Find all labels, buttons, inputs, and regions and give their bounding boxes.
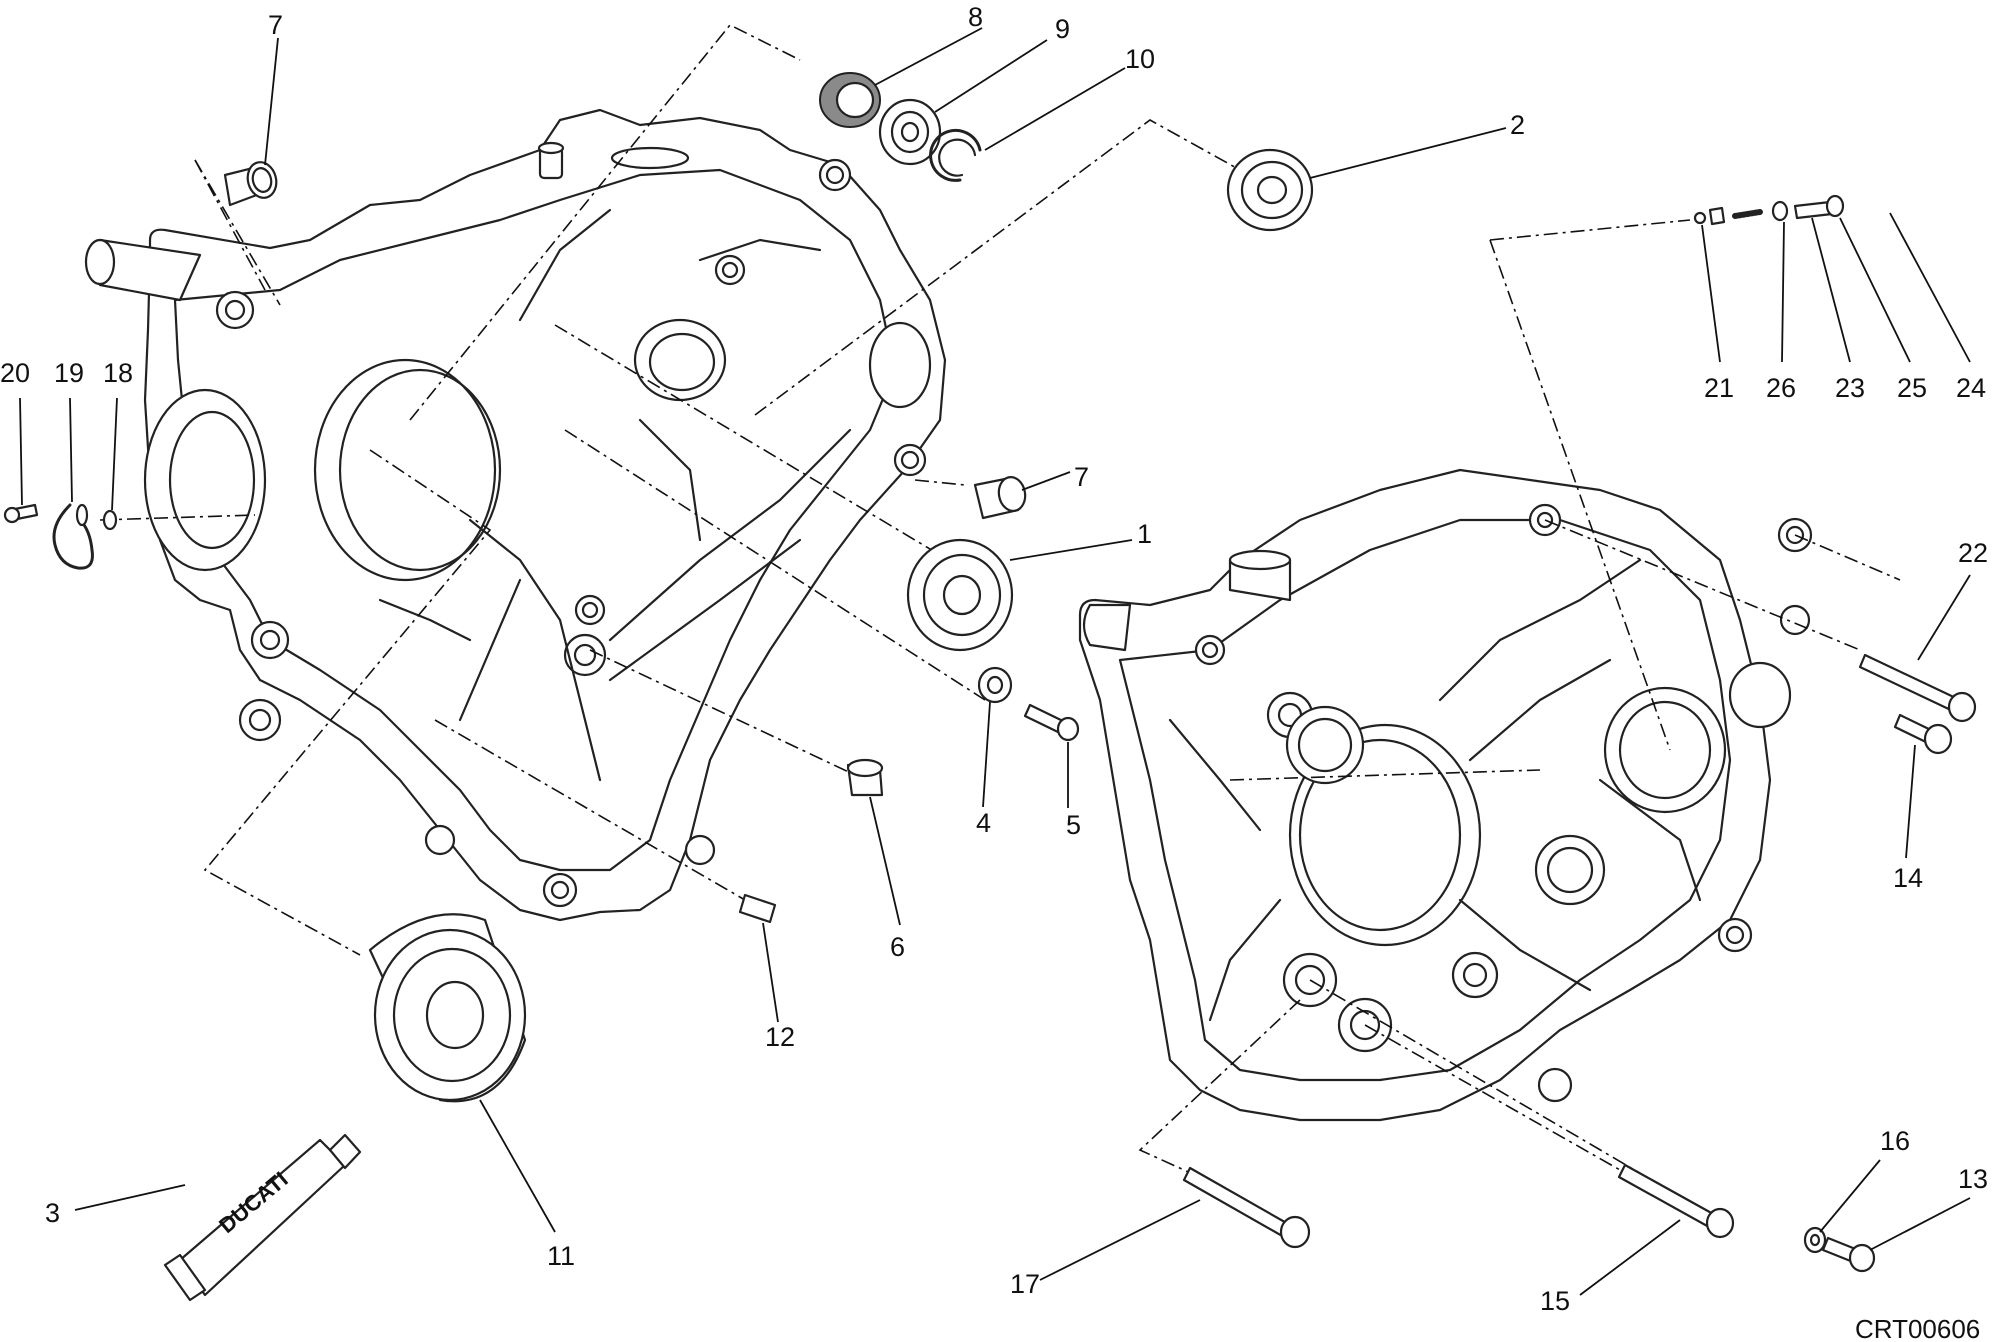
long-screw-22 (1858, 653, 1977, 723)
bearing-2 (1226, 148, 1314, 232)
callout-23: 23 (1835, 373, 1865, 403)
small-bearing (878, 98, 942, 166)
long-bolt-15 (1617, 1163, 1735, 1239)
callout-16: 16 (1880, 1126, 1910, 1156)
grub-screw-12 (738, 893, 777, 924)
callout-1: 1 (1137, 519, 1152, 549)
callout-21: 21 (1704, 373, 1734, 403)
long-bolt-17 (1182, 1166, 1311, 1249)
oil-seal (819, 72, 881, 128)
callout-18: 18 (103, 358, 133, 388)
circlip (929, 128, 982, 182)
callout-8: 8 (968, 2, 983, 32)
callout-12: 12 (765, 1022, 795, 1052)
sealant-tube: DUCATI (163, 1133, 362, 1302)
callout-14: 14 (1893, 863, 1923, 893)
screw-13 (1821, 1236, 1876, 1273)
drawing-code: CRT00606 (1855, 1314, 1980, 1342)
plug-6 (846, 758, 884, 797)
callout-7-top: 7 (268, 10, 283, 40)
pressure-relief-parts (1693, 194, 1845, 226)
breather-pipe-assembly (3, 503, 118, 570)
main-bearing-1 (906, 538, 1014, 652)
washer-16 (1803, 1226, 1827, 1254)
screw-14 (1893, 713, 1953, 755)
callout-9: 9 (1055, 14, 1070, 44)
callout-17: 17 (1010, 1269, 1040, 1299)
callout-11: 11 (547, 1241, 575, 1271)
callout-24: 24 (1956, 373, 1986, 403)
main-bearing-11 (368, 913, 527, 1103)
callout-13: 13 (1958, 1164, 1988, 1194)
callout-10: 10 (1125, 44, 1155, 74)
callout-25: 25 (1897, 373, 1927, 403)
callout-20: 20 (0, 358, 30, 388)
washer-4 (977, 666, 1013, 704)
callout-5: 5 (1066, 810, 1081, 840)
callout-4: 4 (976, 808, 991, 838)
callout-15: 15 (1540, 1286, 1570, 1316)
left-crankcase-half (84, 108, 947, 922)
callout-2: 2 (1510, 110, 1525, 140)
screw-5 (1023, 703, 1080, 742)
callout-labels: 7 8 9 10 2 20 19 18 7 1 4 5 6 12 3 11 21… (0, 2, 1988, 1316)
leader-lines (19, 27, 1971, 1296)
dowel-bushing-top (223, 161, 278, 207)
callout-22: 22 (1958, 538, 1988, 568)
dowel-bushing-middle (973, 476, 1027, 520)
callout-6: 6 (890, 932, 905, 962)
right-crankcase-half (1078, 468, 1813, 1122)
callout-19: 19 (54, 358, 84, 388)
callout-26: 26 (1766, 373, 1796, 403)
assembly-lines (99, 23, 1901, 1221)
callout-3: 3 (45, 1198, 60, 1228)
callout-7-middle: 7 (1074, 462, 1089, 492)
